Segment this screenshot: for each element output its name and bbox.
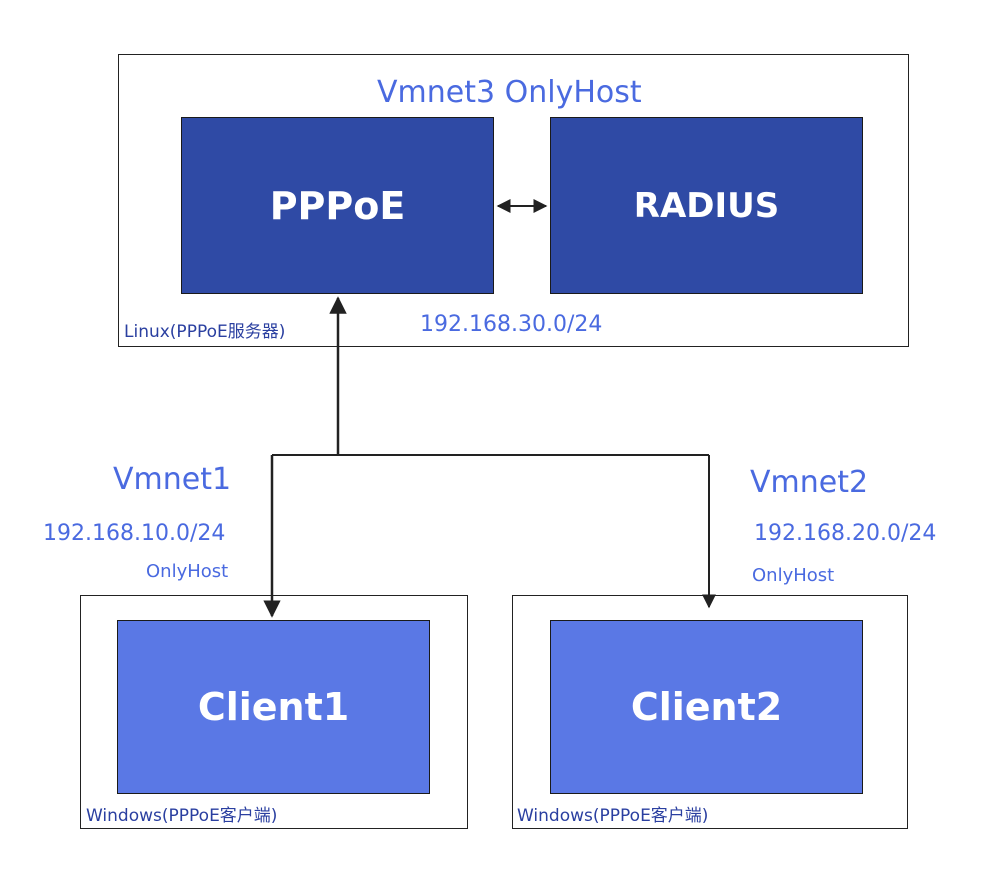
vmnet2-mode: OnlyHost: [752, 565, 835, 586]
client2-node[interactable]: Client2: [550, 620, 863, 794]
vmnet1-subnet: 192.168.10.0/24: [43, 521, 226, 546]
client2-node-label: Client2: [630, 685, 783, 729]
server-zone-frame: [118, 54, 909, 347]
client1-node[interactable]: Client1: [117, 620, 430, 794]
client1-node-label: Client1: [197, 685, 350, 729]
vmnet2-name: Vmnet2: [750, 465, 869, 500]
server-zone-title: Vmnet3 OnlyHost: [377, 75, 642, 110]
client1-frame: [80, 595, 468, 829]
vmnet1-name: Vmnet1: [113, 462, 232, 497]
client2-caption: Windows(PPPoE客户端): [517, 806, 709, 826]
server-zone-subnet: 192.168.30.0/24: [420, 312, 603, 337]
vmnet1-mode: OnlyHost: [146, 561, 229, 582]
vmnet2-subnet: 192.168.20.0/24: [754, 521, 937, 546]
pppoe-node-label: PPPoE: [269, 183, 406, 228]
pppoe-node[interactable]: PPPoE: [181, 117, 494, 294]
client1-caption: Windows(PPPoE客户端): [86, 806, 278, 826]
server-zone-caption: Linux(PPPoE服务器): [124, 322, 286, 342]
radius-node-label: RADIUS: [633, 185, 780, 226]
radius-node[interactable]: RADIUS: [550, 117, 863, 294]
